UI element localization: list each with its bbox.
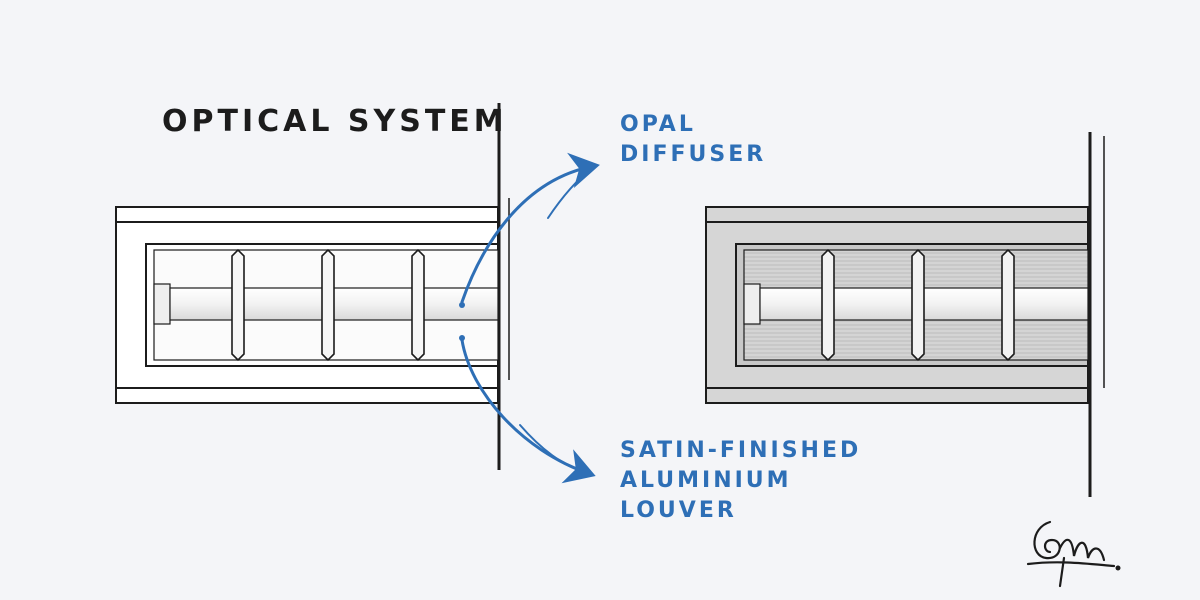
- luminaire-opal: [115, 103, 510, 470]
- artist-signature-icon: [1026, 520, 1121, 588]
- arrow-origin-dot: [459, 302, 465, 308]
- arrow-louver-stroke: [519, 424, 591, 475]
- arrow-to-opal: [460, 152, 600, 304]
- louver-label-line-1: SATIN-FINISHED: [620, 438, 862, 463]
- louver-blade: [1001, 248, 1015, 362]
- louver-blade: [821, 248, 835, 362]
- luminaire-louver: [705, 132, 1105, 497]
- louver-label-line-2: ALUMINIUM: [620, 468, 792, 493]
- louver-blades-left: [231, 248, 425, 362]
- lamp-holder: [743, 283, 761, 325]
- louver-label-line-3: LOUVER: [620, 498, 737, 523]
- callout-arrows: [459, 152, 600, 484]
- opal-label-line-2: DIFFUSER: [620, 142, 767, 167]
- louver-blade: [911, 248, 925, 362]
- arrow-origin-dot: [459, 335, 465, 341]
- louver-label: SATIN-FINISHED ALUMINIUM LOUVER: [620, 436, 861, 526]
- louver-blade: [411, 248, 425, 362]
- arrow-opal-stroke: [547, 165, 595, 219]
- louver-blades-right: [821, 248, 1015, 362]
- lamp-holder: [153, 283, 171, 325]
- opal-label-line-1: OPAL: [620, 112, 696, 137]
- diagram-title: OPTICAL SYSTEM: [162, 104, 508, 139]
- opal-diffuser-label: OPAL DIFFUSER: [620, 110, 766, 170]
- louver-blade: [231, 248, 245, 362]
- louver-blade: [321, 248, 335, 362]
